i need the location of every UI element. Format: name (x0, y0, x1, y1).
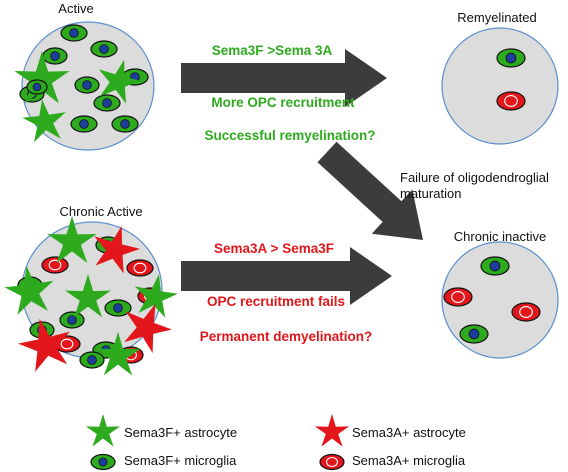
chronic-active-microglia-nucleus (113, 303, 123, 313)
chronic-active-astrocyte (95, 332, 141, 376)
top-outcome-text: Successful remyelination? (204, 128, 376, 143)
active-microglia-nucleus (120, 119, 130, 129)
legend-sema3a-astrocyte-icon (314, 414, 350, 447)
active-astrocyte (14, 51, 70, 104)
chronic-inactive-microglia-nucleus (519, 306, 533, 318)
arrow-chronic-active-to-inactive (181, 247, 392, 305)
legend-sema3a-astrocyte: Sema3A+ astrocyte (352, 425, 466, 440)
chronic-active-astrocyte (65, 274, 111, 318)
arrow-remyelinated-failure-to-chronic-inactive (317, 141, 423, 240)
chronic-active-astrocyte (47, 216, 97, 263)
active-microglia-nucleus (82, 80, 92, 90)
legend-sema3f-astrocyte-icon (85, 414, 121, 447)
diagonal-text-line2: maturation (400, 186, 462, 201)
label-chronic-inactive: Chronic inactive (453, 229, 547, 244)
label-chronic-active: Chronic Active (59, 204, 143, 219)
legend-sema3f-microglia-icon-nucleus (98, 457, 108, 467)
active-microglia-nucleus (99, 44, 109, 54)
bottom-outcome-text: Permanent demyelination? (199, 329, 373, 344)
chronic-active-astrocyte (94, 225, 140, 274)
chronic-active-astrocyte (18, 318, 71, 372)
diagonal-text-line1: Failure of oligodendroglial (400, 170, 549, 185)
legend-sema3f-astrocyte: Sema3F+ astrocyte (124, 425, 238, 440)
top-recruit-text: More OPC recruitment (211, 95, 355, 110)
active-microglia-nucleus (69, 28, 79, 38)
active-microglia-nucleus (79, 119, 89, 129)
lesion-remyelinated (441, 27, 559, 145)
chronic-inactive-microglia-nucleus (451, 291, 465, 303)
top-ratio-text: Sema3F >Sema 3A (211, 43, 333, 58)
arrow-active-to-remyelinated (181, 49, 387, 107)
bottom-recruit-text: OPC recruitment fails (206, 294, 346, 309)
chronic-active-astrocyte (4, 266, 54, 315)
active-microglia-nucleus (32, 82, 42, 92)
chronic-active-microglia-nucleus (87, 355, 97, 365)
legend-sema3a-microglia-icon-nucleus (326, 456, 338, 468)
active-microglia-nucleus (50, 51, 60, 61)
remyelinated-microglia-nucleus (505, 52, 517, 64)
legend-sema3f-microglia: Sema3F+ microglia (124, 453, 237, 468)
chronic-active-microglia-nucleus (67, 315, 77, 325)
chronic-active-microglia-nucleus (60, 338, 74, 350)
label-active: Active (58, 1, 94, 16)
bottom-ratio-text: Sema3A > Sema3F (214, 241, 334, 256)
chronic-active-microglia-nucleus (48, 259, 62, 271)
remyelinated-microglia-nucleus (504, 95, 518, 107)
active-astrocyte (22, 99, 66, 143)
active-microglia-nucleus (102, 98, 112, 108)
chronic-inactive-microglia-nucleus (489, 260, 501, 272)
chronic-active-astrocyte (124, 303, 172, 354)
chronic-active-astrocyte (134, 274, 178, 318)
label-remyelinated: Remyelinated (457, 10, 537, 25)
chronic-inactive-microglia-nucleus (468, 328, 480, 340)
active-astrocyte (98, 59, 141, 104)
chronic-active-microglia-nucleus (133, 262, 147, 274)
legend-sema3a-microglia: Sema3A+ microglia (352, 453, 466, 468)
